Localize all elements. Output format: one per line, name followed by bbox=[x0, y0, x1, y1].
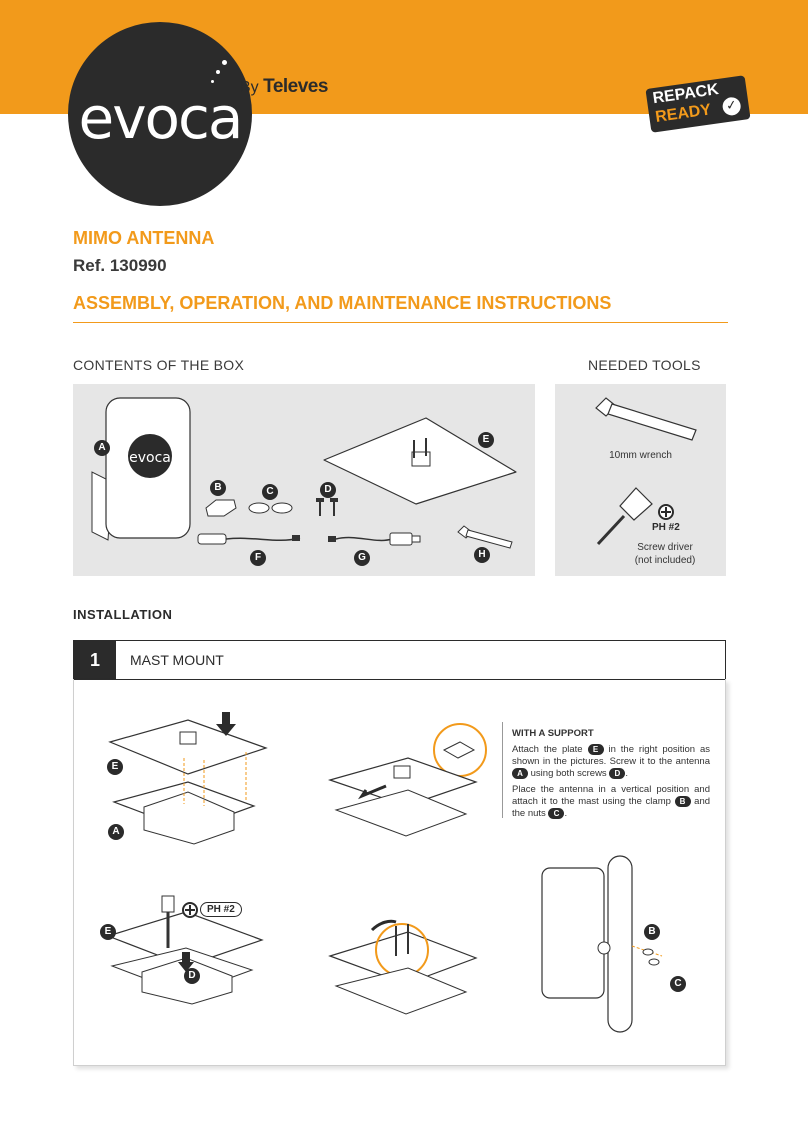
p1-part-c: using both screws bbox=[530, 768, 607, 779]
by-text: By bbox=[240, 79, 259, 96]
text-divider bbox=[502, 722, 503, 818]
fig-label-e1: E bbox=[107, 759, 123, 775]
fig-plate-exploded bbox=[108, 712, 268, 845]
screwdriver-icon bbox=[596, 487, 653, 546]
fig-label-d: D bbox=[184, 968, 200, 984]
inline-label-e: E bbox=[587, 744, 604, 755]
antenna-illustration: evoca bbox=[91, 397, 191, 541]
wrench-label: 10mm wrench bbox=[609, 450, 672, 461]
step1-number: 1 bbox=[74, 641, 116, 679]
wrench-illustration bbox=[457, 525, 513, 549]
fig-label-a1: A bbox=[108, 824, 124, 840]
logo-text: evoca bbox=[78, 84, 244, 152]
phillips-plus-icon-step bbox=[182, 902, 198, 918]
product-name: MIMO ANTENNA bbox=[73, 228, 215, 248]
label-e: E bbox=[478, 432, 494, 448]
label-c: C bbox=[262, 484, 278, 500]
product-ref: Ref. 130990 bbox=[73, 256, 167, 275]
fig-label-b: B bbox=[644, 924, 660, 940]
ph2-label: PH #2 bbox=[652, 522, 680, 533]
screwdriver-label-2: (not included) bbox=[634, 555, 696, 566]
label-d: D bbox=[320, 482, 336, 498]
check-icon: ✓ bbox=[721, 96, 742, 117]
phillips-plus-icon bbox=[658, 504, 674, 520]
fig-label-c: C bbox=[670, 976, 686, 992]
inline-label-b: B bbox=[674, 796, 691, 807]
step1-header: 1 MAST MOUNT bbox=[73, 640, 726, 680]
usb-cable-illustration bbox=[197, 533, 301, 545]
p1-part-b: in the right position as shown in the pi… bbox=[512, 744, 711, 767]
fig-label-e2: E bbox=[100, 924, 116, 940]
inline-label-d: D bbox=[609, 768, 626, 779]
inline-label-c: C bbox=[548, 808, 565, 819]
ph2-step-label: PH #2 bbox=[200, 902, 242, 917]
inline-label-a: A bbox=[512, 768, 528, 779]
document-title: ASSEMBLY, OPERATION, AND MAINTENANCE INS… bbox=[73, 293, 612, 313]
televes-brand: By Televes bbox=[240, 76, 328, 98]
support-paragraph-2: Place the antenna in a vertical position… bbox=[512, 784, 711, 819]
svg-text:evoca: evoca bbox=[129, 450, 171, 466]
label-f: F bbox=[250, 550, 266, 566]
clamp-nuts-screws-illustration bbox=[205, 498, 338, 517]
label-g: G bbox=[354, 550, 370, 566]
plate-illustration bbox=[323, 417, 517, 505]
evoca-logo: evoca bbox=[68, 22, 252, 206]
fig-rotate-plate bbox=[328, 919, 478, 1015]
support-paragraph-1: Attach the plate E in the right position… bbox=[512, 744, 711, 779]
step1-title: MAST MOUNT bbox=[130, 652, 224, 668]
fig-mast-mount bbox=[541, 855, 663, 1033]
support-instructions: WITH A SUPPORT Attach the plate E in the… bbox=[512, 728, 710, 824]
support-heading: WITH A SUPPORT bbox=[512, 728, 594, 739]
contents-heading: CONTENTS OF THE BOX bbox=[73, 357, 245, 373]
televes-text: Televes bbox=[263, 76, 328, 97]
title-divider bbox=[73, 322, 728, 323]
p2-part-b: and the nuts bbox=[512, 796, 711, 819]
label-b: B bbox=[210, 480, 226, 496]
label-h: H bbox=[474, 547, 490, 563]
wrench-tool-icon bbox=[595, 397, 697, 441]
tools-heading: NEEDED TOOLS bbox=[588, 357, 701, 373]
step1-body bbox=[73, 679, 726, 1066]
p2-part-a: Place the antenna in a vertical position… bbox=[512, 784, 710, 807]
p1-part-a: Attach the plate bbox=[512, 744, 583, 755]
fig-plate-slide bbox=[327, 723, 487, 837]
installation-heading: INSTALLATION bbox=[73, 607, 173, 622]
power-cable-illustration bbox=[328, 532, 421, 546]
screwdriver-label-1: Screw driver bbox=[637, 542, 693, 553]
label-a: A bbox=[94, 440, 110, 456]
